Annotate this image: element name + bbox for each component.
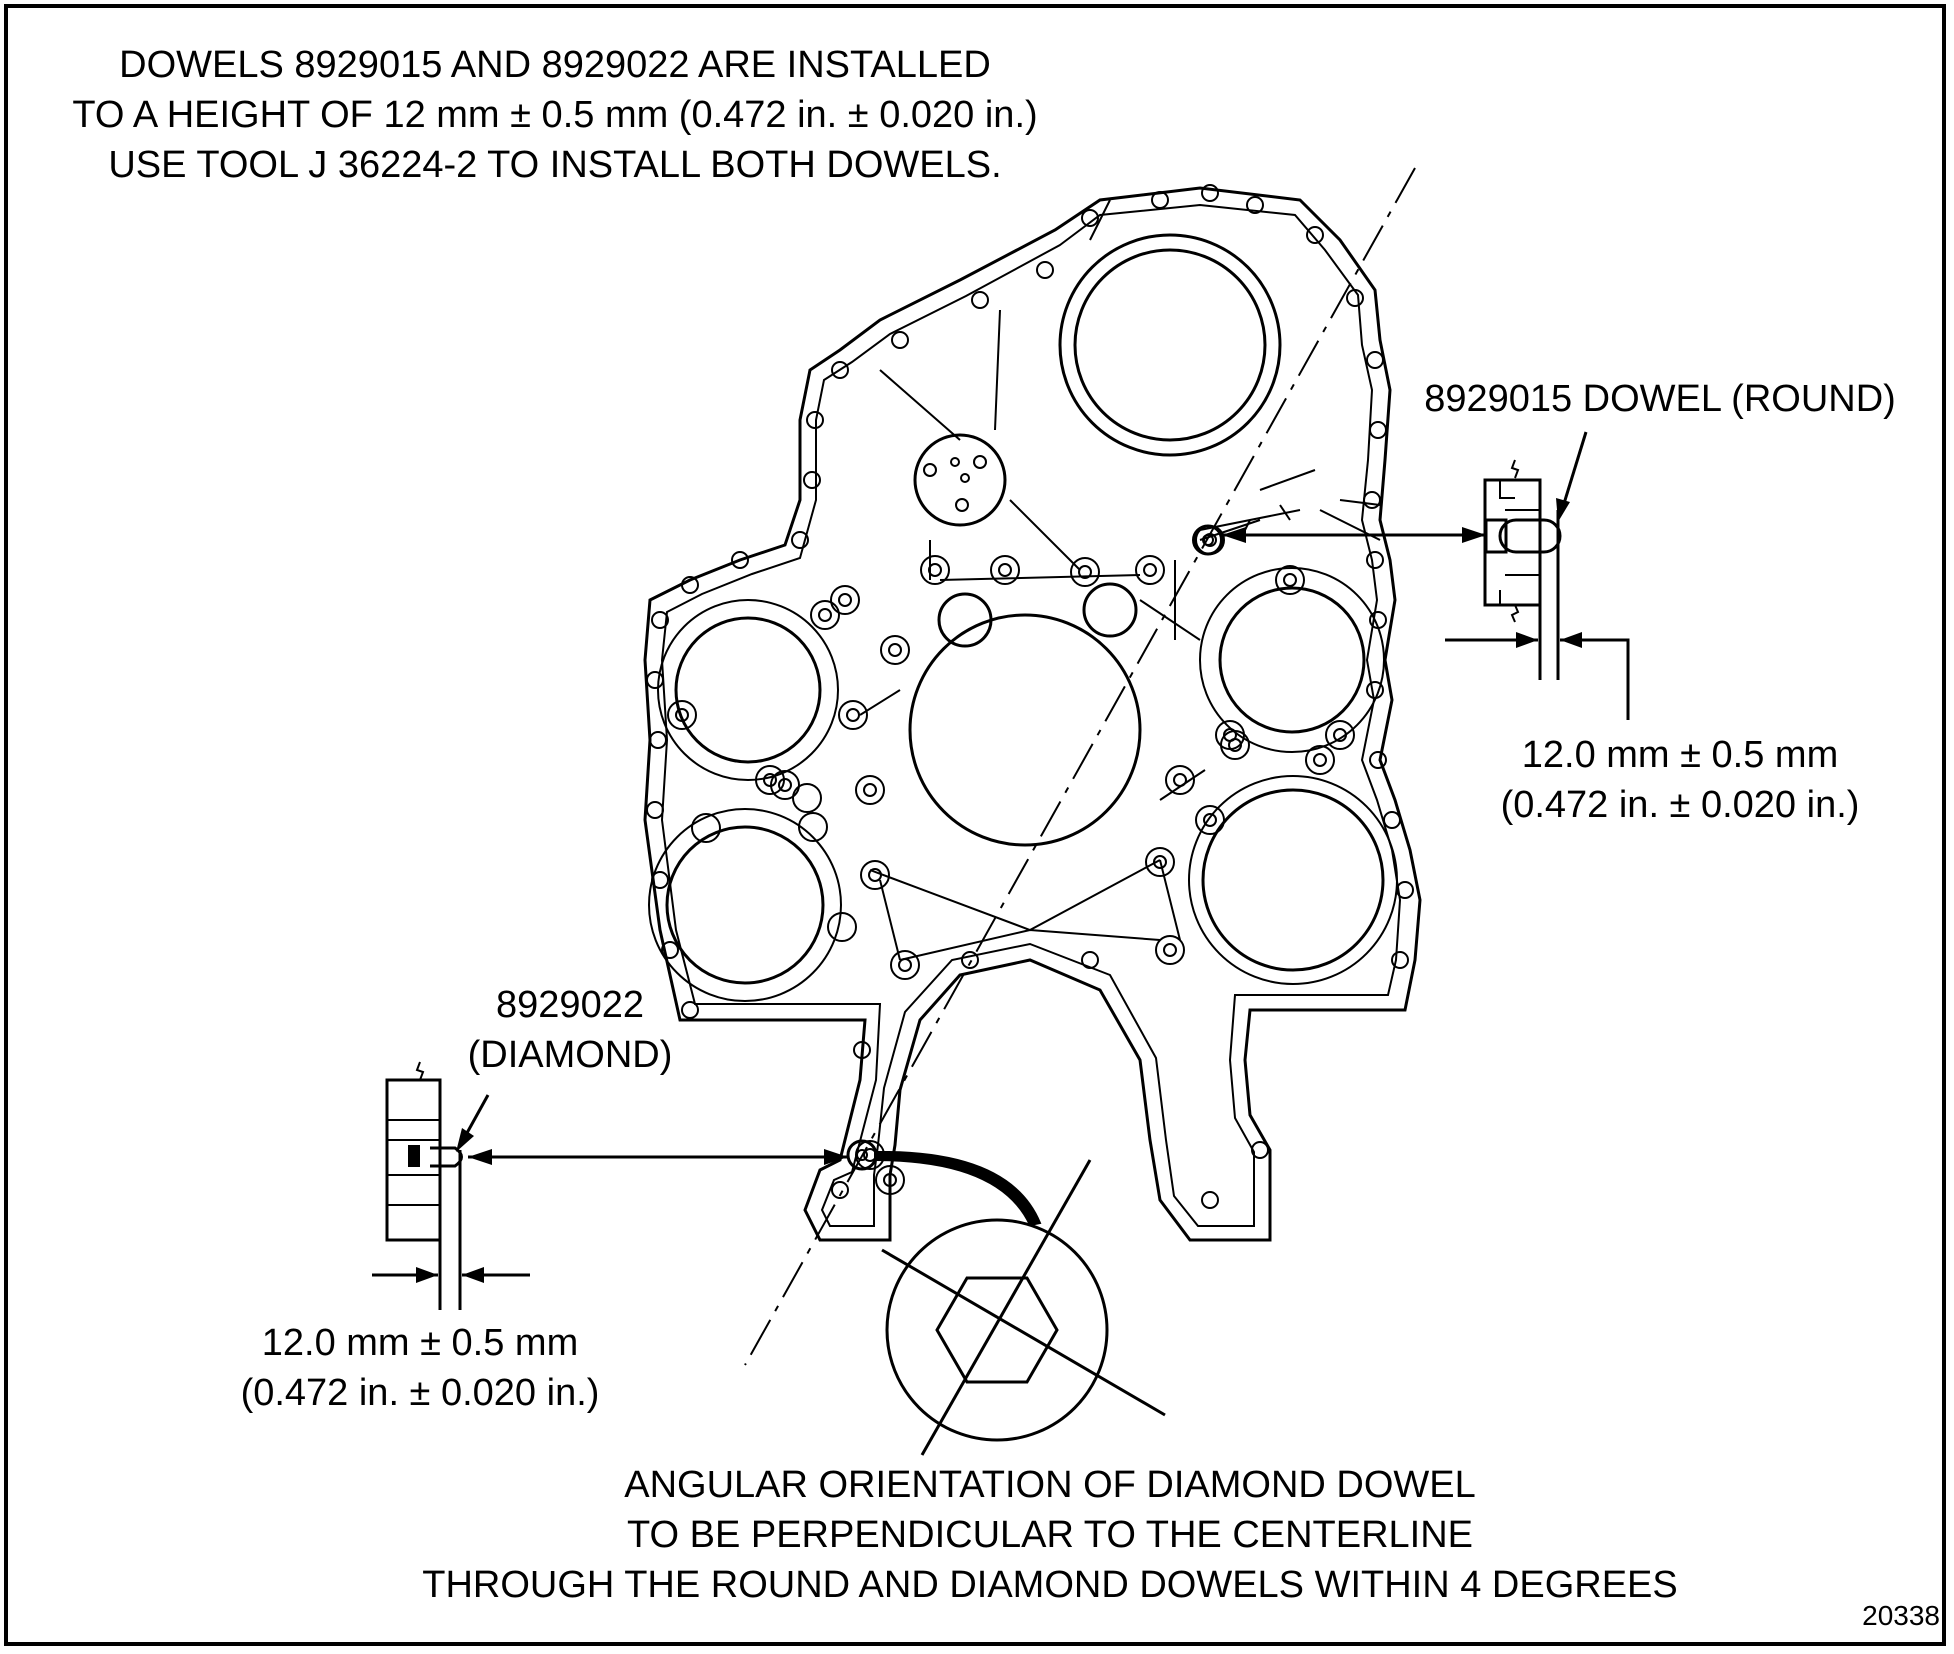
bore-right-upper <box>1218 586 1366 734</box>
round-label-leader <box>1560 431 1588 511</box>
diamond-arrowhead-right <box>824 1149 848 1165</box>
hole-a <box>937 592 993 648</box>
round-dowel-label: 8929015 DOWEL (ROUND) <box>1424 378 1896 420</box>
diamond-label-line2: (DIAMOND) <box>467 1034 673 1076</box>
bore-left-lower <box>665 825 825 985</box>
round-dowel-on-case <box>1192 524 1224 556</box>
round-dowel-center <box>1202 534 1214 546</box>
diamond-dim-arrowhead-right <box>462 1267 484 1283</box>
small-boss-4 <box>827 912 857 942</box>
top-note-line3: USE TOOL J 36224-2 TO INSTALL BOTH DOWEL… <box>108 144 1002 186</box>
round-dowel-dimension: 12.0 mm ± 0.5 mm (0.472 in. ± 0.020 in.) <box>1440 730 1920 830</box>
top-note-line2: TO A HEIGHT OF 12 mm ± 0.5 mm (0.472 in.… <box>72 94 1038 136</box>
gear-case-inner-outline <box>660 203 1402 1227</box>
bottom-note: ANGULAR ORIENTATION OF DIAMOND DOWEL TO … <box>320 1460 1780 1610</box>
round-dim-mm: 12.0 mm ± 0.5 mm <box>1521 734 1839 776</box>
figure-frame <box>4 4 1946 1646</box>
diamond-dowel-detail <box>385 1061 463 1310</box>
crank-bore <box>908 613 1142 847</box>
diamond-dim-arrowhead-left <box>416 1267 438 1283</box>
diamond-dowel-label: 8929022 (DIAMOND) <box>440 980 700 1080</box>
bottom-note-line2: TO BE PERPENDICULAR TO THE CENTERLINE <box>626 1514 1474 1556</box>
bottom-note-line1: ANGULAR ORIENTATION OF DIAMOND DOWEL <box>624 1464 1476 1506</box>
hub-small <box>913 433 1007 527</box>
round-dim-in: (0.472 in. ± 0.020 in.) <box>1500 784 1860 826</box>
gear-case-outline <box>643 186 1422 1242</box>
orientation-line-2 <box>881 1248 1166 1417</box>
orientation-outer-circle <box>885 1218 1109 1442</box>
round-arrowhead-right <box>1462 527 1486 543</box>
diamond-arrowhead-left <box>468 1149 492 1165</box>
bolt-holes <box>646 184 1414 1209</box>
hub-holes <box>923 455 987 512</box>
bottom-note-line3: THROUGH THE ROUND AND DIAMOND DOWELS WIT… <box>422 1564 1678 1606</box>
ribs-2 <box>1089 199 1381 541</box>
diamond-dowel-dimension: 12.0 mm ± 0.5 mm (0.472 in. ± 0.020 in.) <box>180 1318 660 1418</box>
bore-right-lower-ring <box>1188 775 1398 985</box>
round-leader-arrowhead <box>1556 498 1570 522</box>
hole-b <box>1082 582 1138 638</box>
bore-left-upper <box>674 616 822 764</box>
diamond-dowel-center <box>856 1149 868 1161</box>
diamond-dim-mm: 12.0 mm ± 0.5 mm <box>261 1322 579 1364</box>
small-boss-1 <box>792 783 822 813</box>
diamond-dim-in: (0.472 in. ± 0.020 in.) <box>240 1372 600 1414</box>
bore-right-upper-ring <box>1199 567 1385 753</box>
figure-number: 20338 <box>1862 1600 1940 1631</box>
round-dim-arrow-right <box>1560 638 1630 720</box>
large-bore-top-inner <box>1073 248 1267 442</box>
hex-dowel <box>935 1276 1059 1384</box>
centerline <box>744 167 1416 1366</box>
round-dim-arrowhead-right <box>1560 632 1582 648</box>
small-boss-3 <box>798 812 828 842</box>
bore-left-lower-ring <box>648 808 842 1002</box>
round-dim-arrowhead-left <box>1516 632 1538 648</box>
round-dowel-detail <box>1483 459 1562 680</box>
diamond-label-line1: 8929022 <box>496 984 644 1026</box>
bore-right-lower <box>1201 788 1385 972</box>
bolt-bosses <box>667 525 1355 1195</box>
diamond-leader-arrowhead <box>456 1128 474 1152</box>
large-bore-top <box>1058 233 1282 457</box>
top-note-line1: DOWELS 8929015 AND 8929022 ARE INSTALLED <box>119 44 991 86</box>
top-note: DOWELS 8929015 AND 8929022 ARE INSTALLED… <box>30 40 1080 190</box>
callout-leader <box>874 1150 1042 1227</box>
small-boss-2 <box>691 813 721 843</box>
orientation-line-1 <box>920 1159 1092 1456</box>
round-arrowhead-left <box>1222 527 1246 543</box>
bore-left-upper-ring <box>657 599 839 781</box>
